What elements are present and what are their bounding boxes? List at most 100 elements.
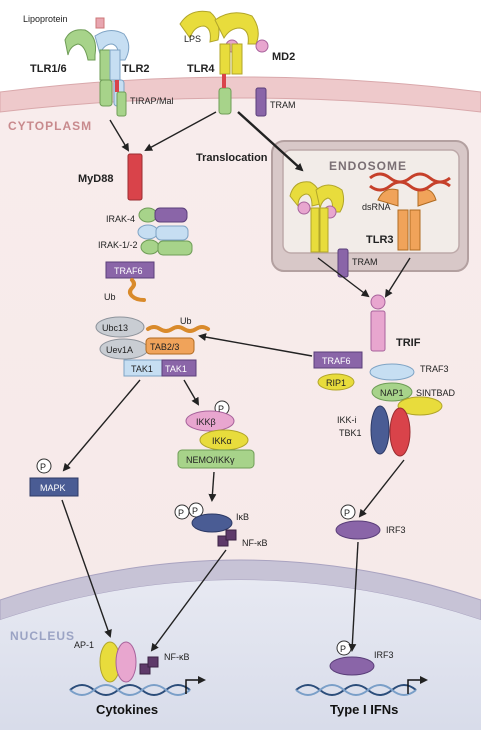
tlr4-label: TLR4 xyxy=(187,63,215,75)
nfkb-nuc-label: NF-κB xyxy=(164,652,190,662)
ub-chain-left xyxy=(128,278,146,302)
irf3-cyto-p-glyph xyxy=(340,504,356,520)
lipoprotein-label: Lipoprotein xyxy=(23,14,68,24)
lipoprotein-glyph xyxy=(95,17,105,29)
ikka-label: IKKα xyxy=(212,436,232,446)
ikb-label: IκB xyxy=(236,512,249,522)
traf6-right-label: TRAF6 xyxy=(322,356,351,366)
tlr3-label: TLR3 xyxy=(366,234,394,246)
lps-label: LPS xyxy=(184,34,201,44)
nap1-label: NAP1 xyxy=(380,388,404,398)
dsrna-label: dsRNA xyxy=(362,202,391,212)
arrow-nfkb-nucleus xyxy=(150,549,227,652)
arrow-traf6-tab xyxy=(198,333,313,357)
irf3-nuc-glyph xyxy=(329,656,375,676)
irf3-cyto-glyph xyxy=(335,520,381,540)
dna-left xyxy=(69,676,206,696)
nfkb-cyto-label: NF-κB xyxy=(242,538,268,548)
tbk1-glyph xyxy=(389,407,411,457)
trif-label: TRIF xyxy=(396,337,421,349)
tram-endo-glyph xyxy=(337,248,349,278)
tab23-label: TAB2/3 xyxy=(150,342,179,352)
ap1-label: AP-1 xyxy=(74,640,94,650)
rip1-glyph xyxy=(317,373,355,391)
sintbad-glyph xyxy=(397,396,443,416)
arrow-tak1-ikk xyxy=(183,379,200,406)
cytoplasm-label: CYTOPLASM xyxy=(8,119,92,133)
sintbad-label: SINTBAD xyxy=(416,388,456,398)
irak4-label: IRAK-4 xyxy=(106,214,135,224)
arrow-tbk1-irf3 xyxy=(358,459,405,518)
type1-ifns-label: Type I IFNs xyxy=(330,702,398,717)
myd88-glyph xyxy=(127,153,143,201)
arrow-tak1-mapk xyxy=(62,379,141,472)
mapk-p-glyph xyxy=(36,458,52,474)
tirap-label: TIRAP/Mal xyxy=(130,96,174,106)
cytokines-label: Cytokines xyxy=(96,702,158,717)
traf3-glyph xyxy=(369,363,415,381)
arrow-mapk-ap1 xyxy=(61,499,112,638)
arrow-tlr4-myd88 xyxy=(144,111,217,151)
tram-endo-label: TRAM xyxy=(352,257,378,267)
tlr2-heterodimer xyxy=(64,29,130,117)
irak12-label: IRAK-1/-2 xyxy=(98,240,138,250)
ikk-p-label: P xyxy=(218,404,224,414)
translocation-label: Translocation xyxy=(196,152,268,164)
endosome-label: ENDOSOME xyxy=(329,159,407,173)
trif-glyph xyxy=(370,294,386,352)
irf3-cyto-p-label: P xyxy=(344,508,350,518)
tak1-b-label: TAK1 xyxy=(165,364,187,374)
nfkb-nuc-glyph xyxy=(139,656,159,675)
ikb-p2-label: P xyxy=(192,506,198,516)
nemo-label: NEMO/IKKγ xyxy=(186,455,235,465)
tlr3-dimers xyxy=(289,172,451,253)
traf3-label: TRAF3 xyxy=(420,364,449,374)
mapk-label: MAPK xyxy=(40,483,66,493)
arrow-tlr4-endosome xyxy=(237,111,304,172)
ubc13-label: Ubc13 xyxy=(102,323,128,333)
irf3-nuc-p-label: P xyxy=(340,644,346,654)
nfkb-cyto-glyph xyxy=(217,529,237,547)
ikb-p2-glyph xyxy=(188,502,204,518)
ikk-complex xyxy=(177,400,255,469)
ub-top-label: Ub xyxy=(180,316,192,326)
traf6-left-label: TRAF6 xyxy=(114,266,143,276)
ikki-glyph xyxy=(370,405,390,455)
arrow-tlr3-trif xyxy=(317,257,370,298)
tbk1-label: TBK1 xyxy=(339,428,362,438)
irak-complex xyxy=(137,207,193,256)
tlr16-label: TLR1/6 xyxy=(30,63,67,75)
traf6-right-glyph xyxy=(313,351,363,369)
dna-right xyxy=(295,676,428,696)
ikki-label: IKK-i xyxy=(337,415,357,425)
arrow-irf3-nucleus xyxy=(348,541,359,652)
mapk-glyph xyxy=(29,477,79,497)
nucleus-label: NUCLEUS xyxy=(10,629,75,643)
tak1-a-label: TAK1 xyxy=(131,364,153,374)
irf3-nuc-label: IRF3 xyxy=(374,650,394,660)
arrow-ikk-ikb xyxy=(208,471,217,502)
md2-label: MD2 xyxy=(272,51,295,63)
ub-left-label: Ub xyxy=(104,292,116,302)
uev1a-label: Uev1A xyxy=(106,345,133,355)
traf6-left-glyph xyxy=(105,261,155,279)
ikb-p1-label: P xyxy=(178,508,184,518)
irf3-cyto-label: IRF3 xyxy=(386,525,406,535)
myd88-label: MyD88 xyxy=(78,173,113,185)
arrow-tlr2-myd88 xyxy=(109,119,130,152)
arrow-tlr3b-trif xyxy=(384,257,411,298)
tlr4-md2-complex xyxy=(179,10,269,117)
rip1-label: RIP1 xyxy=(326,378,346,388)
ap1-glyph-b xyxy=(115,641,137,683)
nap1-glyph xyxy=(371,382,413,402)
pathway-arrows xyxy=(61,111,411,652)
ikkb-label: IKKβ xyxy=(196,417,216,427)
nucleus-bg xyxy=(0,580,481,730)
tram-top-label: TRAM xyxy=(270,100,296,110)
ikb-glyph xyxy=(191,513,233,533)
mapk-p-label: P xyxy=(40,462,46,472)
tlr2-label: TLR2 xyxy=(122,63,150,75)
tak1-complex xyxy=(95,316,210,377)
